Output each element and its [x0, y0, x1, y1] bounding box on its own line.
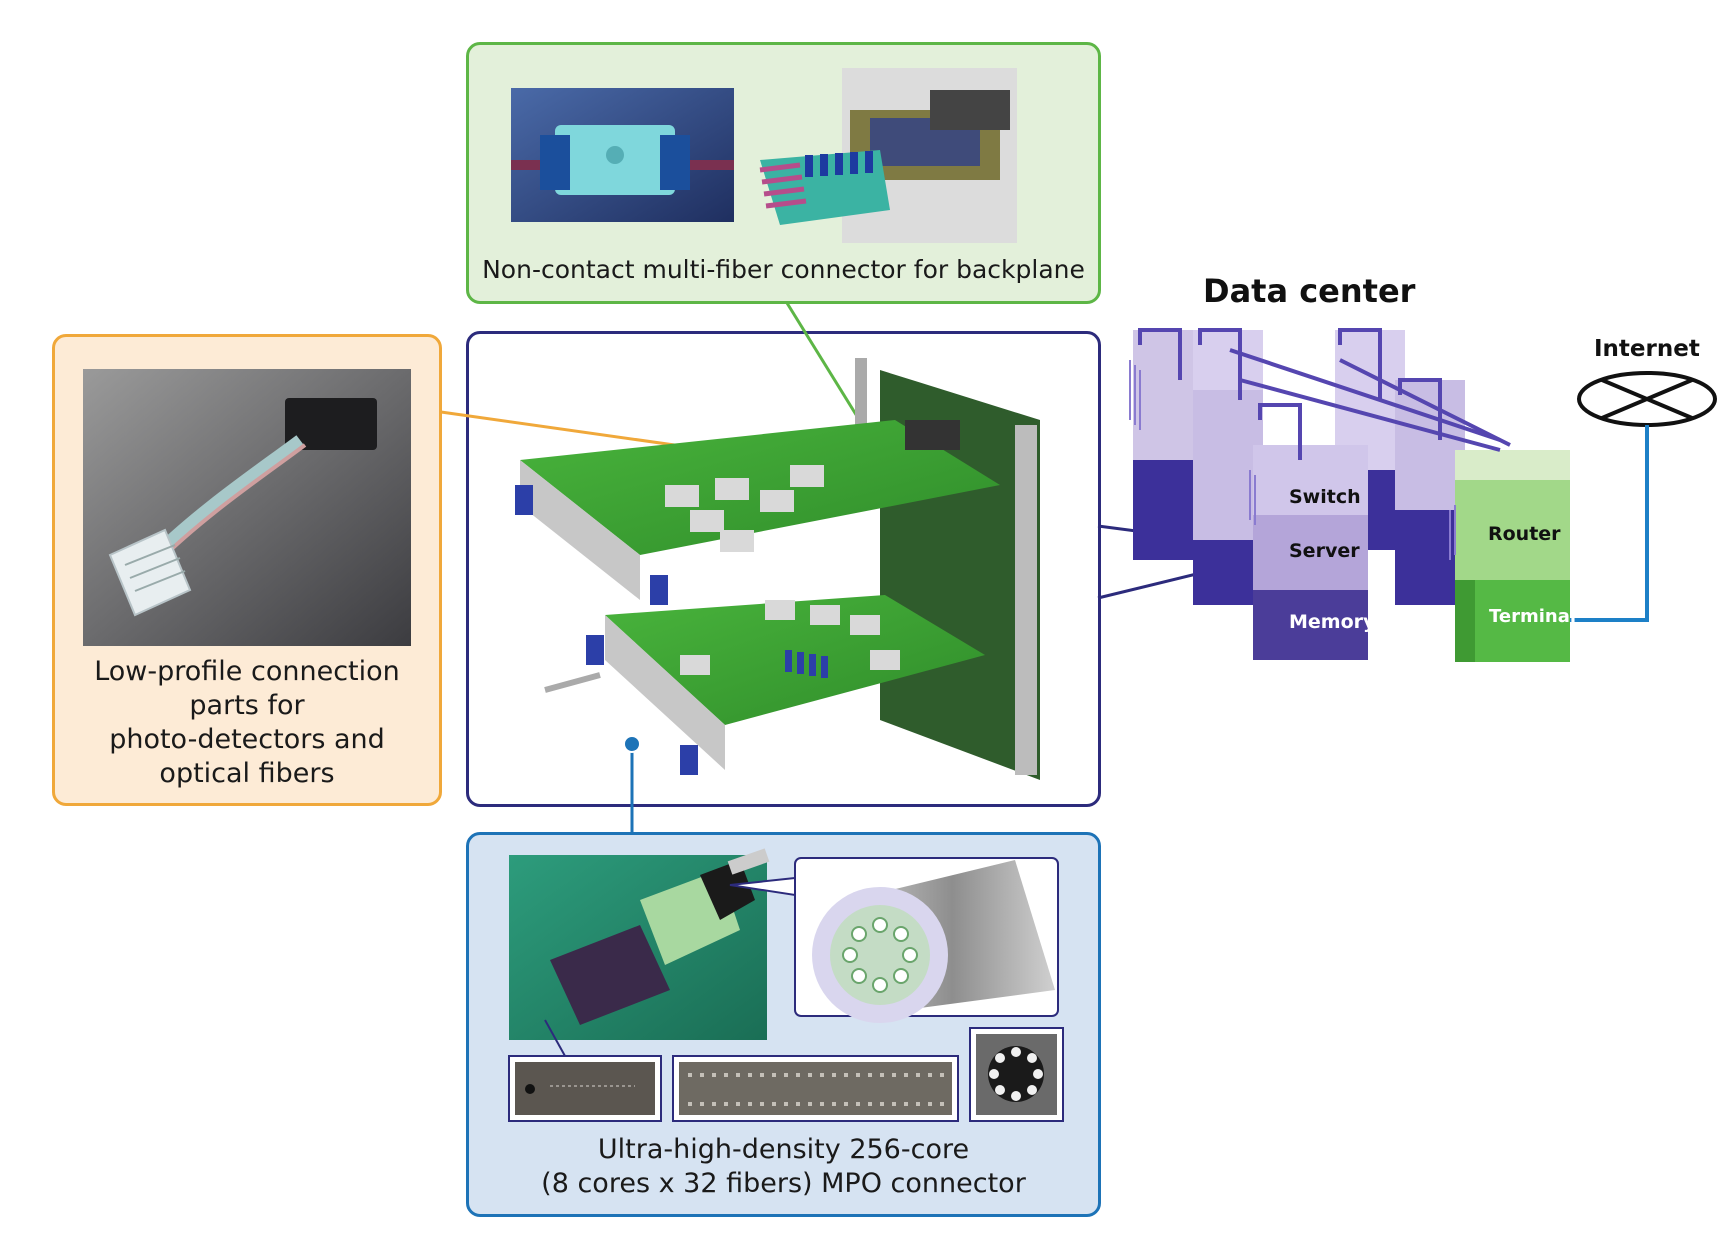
router-label: Router	[1488, 523, 1561, 545]
ferrule-leader	[544, 1019, 566, 1057]
terminal-label: Terminal	[1489, 606, 1577, 627]
switch-block	[1253, 445, 1368, 515]
mpo-photo-fiber-tube	[794, 857, 1059, 1023]
backplane-caption: Non-contact multi-fiber connector for ba…	[482, 255, 1085, 284]
mpo-photo-ferrule-wide	[672, 1055, 959, 1122]
server-label: Server	[1289, 540, 1360, 562]
board-panel	[466, 331, 1101, 807]
mpo-leader-dot	[623, 735, 641, 753]
server-block	[1253, 515, 1368, 590]
datacenter-title: Data center	[1203, 272, 1416, 310]
router-block	[1455, 480, 1570, 580]
lowprofile-caption: Low-profile connection parts for photo-d…	[94, 656, 400, 789]
datacenter-rack-illustration	[1129, 328, 1570, 662]
internet-cloud-icon	[1577, 371, 1717, 427]
lowprofile-photo	[83, 369, 411, 646]
fiber-callout-pointer	[729, 876, 796, 897]
memory-label: Memory	[1289, 611, 1376, 633]
backplane-photo-left	[511, 88, 734, 222]
backplane-leader-line	[785, 302, 870, 435]
internet-label: Internet	[1594, 336, 1700, 362]
mpo-photo-ferrule-small	[508, 1055, 662, 1122]
memory-block	[1253, 590, 1368, 660]
internet-connection-line	[1570, 425, 1649, 622]
mpo-photo-core-closeup	[969, 1027, 1064, 1122]
board-rack-illustration	[515, 358, 1040, 780]
mpo-caption: Ultra-high-density 256-core (8 cores x 3…	[541, 1134, 1026, 1199]
mpo-photo-connector	[509, 848, 770, 1040]
switch-label: Switch	[1289, 486, 1361, 508]
backplane-photo-right	[759, 68, 1017, 243]
